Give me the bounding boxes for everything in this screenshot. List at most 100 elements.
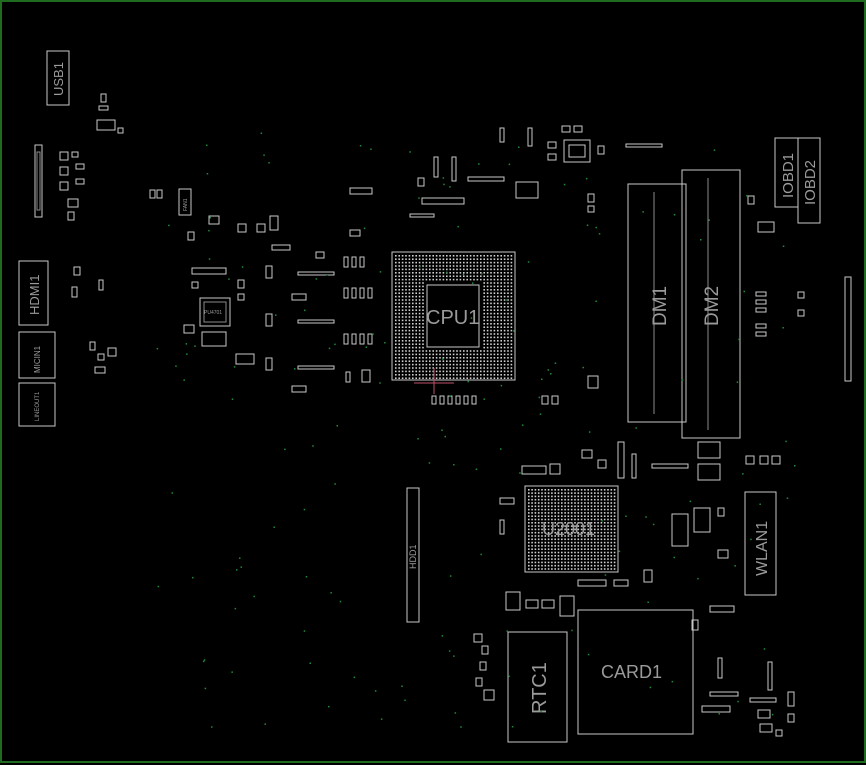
ball-pad <box>531 528 533 531</box>
ball-pad <box>398 292 400 294</box>
ball-pad <box>452 265 455 267</box>
ball-pad <box>439 261 441 264</box>
line-out-jack[interactable]: LINEOUT1 <box>18 382 56 427</box>
io-board-connector-1[interactable]: IOBD1 <box>774 137 799 208</box>
card-reader[interactable]: CARD1 <box>577 609 694 735</box>
ball-pad <box>587 545 589 547</box>
ball-pad <box>483 309 485 311</box>
ball-pad <box>442 265 445 267</box>
ball-pad <box>401 255 404 257</box>
ball-pad <box>507 309 509 311</box>
ball-pad <box>398 255 400 257</box>
ball-pad <box>473 265 475 267</box>
ball-pad <box>503 302 506 305</box>
ball-pad <box>577 541 580 544</box>
ball-pad <box>500 282 502 284</box>
hdmi-connector[interactable]: HDMI1 <box>18 260 49 326</box>
ball-pad <box>412 272 414 274</box>
ball-pad <box>537 525 540 527</box>
ball-pad <box>613 518 616 521</box>
ball-pad <box>405 292 407 294</box>
ball-pad <box>401 258 404 260</box>
ball-pad <box>412 258 414 260</box>
cpu-socket[interactable]: CPU1 <box>391 251 516 394</box>
ball-pad <box>422 309 424 311</box>
ball-pad <box>401 278 404 281</box>
ball-pad <box>452 377 455 379</box>
ball-pad <box>577 522 580 524</box>
ball-pad <box>580 518 583 521</box>
ball-pad <box>507 268 509 271</box>
ball-pad <box>603 564 606 567</box>
ball-pad <box>476 363 479 366</box>
ball-pad <box>561 561 563 564</box>
ball-pad <box>490 346 492 349</box>
ball-pad <box>476 265 479 267</box>
ball-pad <box>534 528 537 531</box>
ball-pad <box>607 518 609 521</box>
ball-pad <box>456 261 458 264</box>
ball-pad <box>415 343 417 345</box>
left-side-connector[interactable] <box>34 144 43 218</box>
ball-pad <box>408 275 411 277</box>
ball-pad <box>395 370 397 373</box>
ball-pad <box>580 508 583 511</box>
ball-pad <box>594 498 596 501</box>
ball-pad <box>570 558 573 560</box>
mic-in-jack[interactable]: MICIN1 <box>18 331 56 379</box>
usb-connector[interactable]: USB1 <box>46 50 70 106</box>
ball-pad <box>537 564 540 567</box>
ball-pad <box>503 353 506 356</box>
via <box>263 154 265 156</box>
ball-pad <box>408 340 411 342</box>
rtc-battery[interactable]: RTC1 <box>507 631 568 743</box>
hdd-connector[interactable]: HDD1 <box>406 487 420 623</box>
ball-pad <box>483 319 485 322</box>
wlan-slot[interactable]: WLAN1 <box>744 491 777 596</box>
io-board-connector-2[interactable]: IOBD2 <box>797 137 821 224</box>
ball-pad <box>432 275 434 277</box>
ball-pad <box>584 535 586 537</box>
ball-pad <box>564 561 566 564</box>
ball-pad <box>600 568 603 570</box>
ball-pad <box>442 272 445 274</box>
ball-pad <box>557 492 560 494</box>
ball-pad <box>408 343 411 345</box>
ball-pad <box>551 502 553 504</box>
ball-pad <box>594 489 596 491</box>
ball-pad <box>580 548 583 550</box>
via <box>645 516 647 518</box>
dimm-slot-2[interactable]: DM2 <box>681 169 741 439</box>
ball-pad <box>607 558 609 560</box>
power-ic[interactable]: PU4701 <box>199 297 231 327</box>
ball-pad <box>574 528 576 531</box>
ball-pad <box>613 535 616 537</box>
ball-pad <box>418 261 421 264</box>
ball-pad <box>490 323 492 325</box>
ball-pad <box>422 350 424 352</box>
ball-pad <box>446 370 448 373</box>
ball-pad <box>412 329 414 332</box>
ball-pad <box>577 555 580 557</box>
ball-pad <box>551 512 553 514</box>
ball-pad <box>570 531 573 534</box>
ball-pad <box>613 508 616 511</box>
pch-chip[interactable]: U2001 <box>524 485 619 573</box>
ball-pad <box>493 374 496 376</box>
ball-pad <box>577 508 580 511</box>
ball-pad <box>493 316 496 318</box>
ball-pad <box>395 275 397 277</box>
via <box>303 630 306 632</box>
fan-connector[interactable]: FAN1 <box>178 188 192 216</box>
ball-pad <box>408 306 411 308</box>
ball-pad <box>500 312 502 315</box>
ball-pad <box>567 512 570 514</box>
via <box>738 338 740 341</box>
via <box>334 483 336 485</box>
ball-pad <box>531 518 533 521</box>
ball-pad <box>405 272 407 274</box>
ball-pad <box>610 492 613 494</box>
ball-pad <box>401 282 404 284</box>
ball-pad <box>398 275 400 277</box>
dimm-slot-1[interactable]: DM1 <box>627 183 687 423</box>
